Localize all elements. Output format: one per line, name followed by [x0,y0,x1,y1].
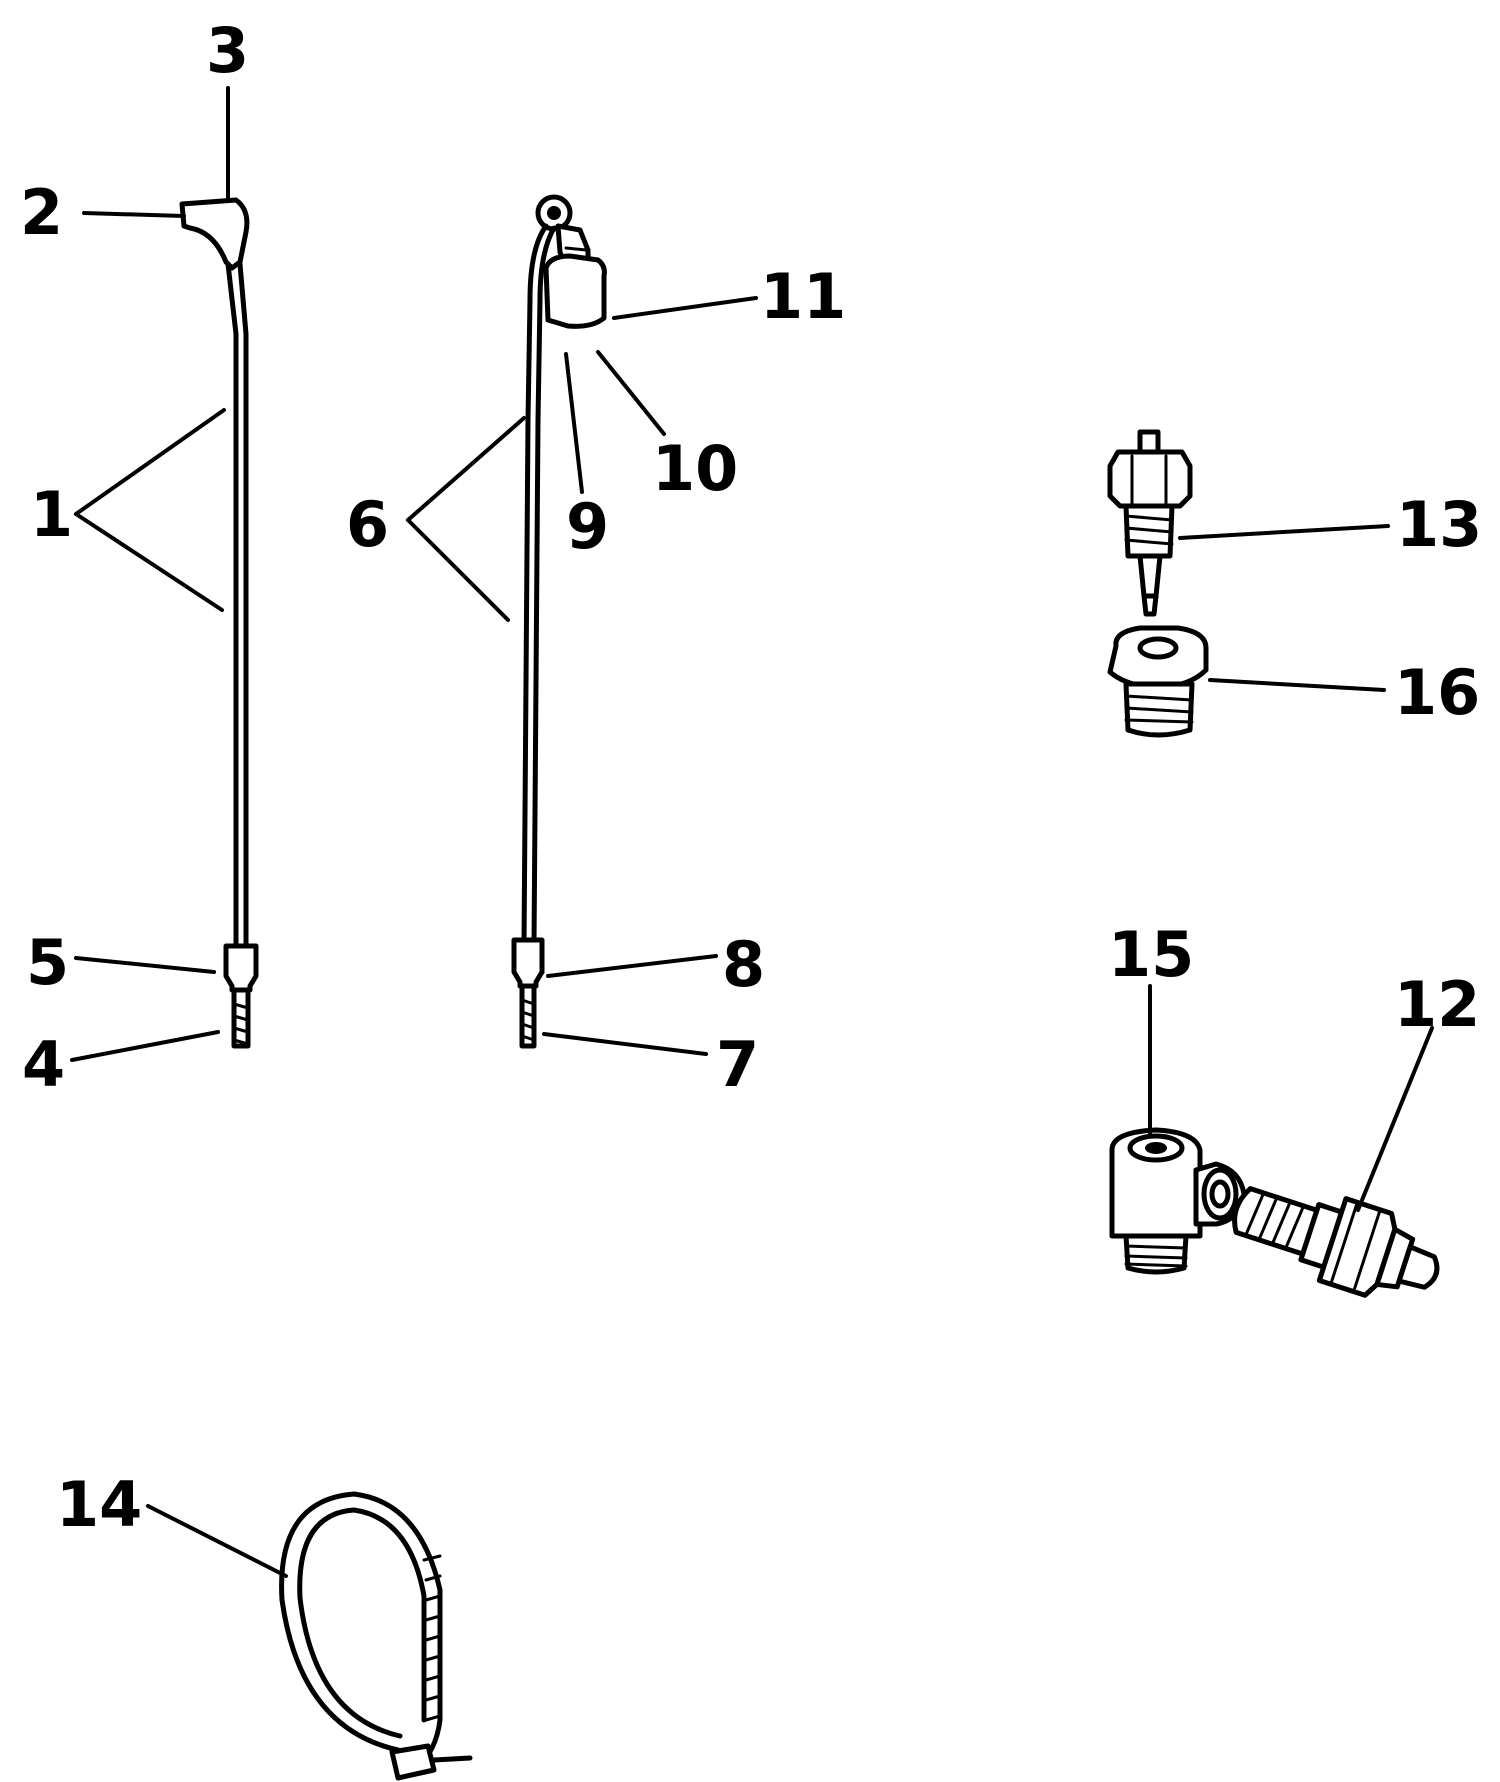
wire-lead-left [179,197,259,1049]
switch-probe [1137,553,1163,599]
temperature-switch [1107,429,1193,617]
callout-8: 8 [722,928,765,1001]
sender-terminal [1396,1244,1440,1290]
terminal-sleeve [543,253,607,329]
lead-cable-middle-bend [525,223,557,423]
tie-serrations [422,1554,442,1722]
sender [1232,1186,1440,1298]
lead-cable-middle [521,417,541,947]
lead-sleeve-left [223,943,259,993]
callout-14: 14 [56,1468,142,1541]
callout-10: 10 [652,432,738,505]
lead-sleeve-middle [511,937,545,989]
callout-7: 7 [716,1028,759,1101]
switch-hex [1107,449,1193,509]
tie-head [389,1743,437,1781]
tie-band-outer [279,1491,443,1771]
callout-11: 11 [760,260,846,333]
plug [1107,625,1209,738]
callout-4: 4 [22,1028,65,1101]
lead-cable-left [225,261,249,953]
callout-9: 9 [566,490,609,563]
callout-6: 6 [346,488,389,561]
tee-fitting [1109,1127,1247,1275]
tie-band-inner [297,1507,427,1739]
leader-lines [70,86,1434,1578]
wire-lead-middle [511,194,607,1049]
callout-3: 3 [206,14,249,87]
callout-12: 12 [1394,968,1480,1041]
callout-5: 5 [26,926,69,999]
callout-16: 16 [1394,656,1480,729]
cable-tie [279,1491,473,1781]
callout-labels: 1 2 3 4 5 6 7 8 9 10 11 12 13 14 15 16 [20,14,1482,1541]
callout-13: 13 [1396,488,1482,561]
sender-thread [1232,1186,1320,1257]
callout-15: 15 [1108,918,1194,991]
callout-1: 1 [30,478,73,551]
lead-boot-left [179,197,250,271]
callout-2: 2 [20,176,63,249]
